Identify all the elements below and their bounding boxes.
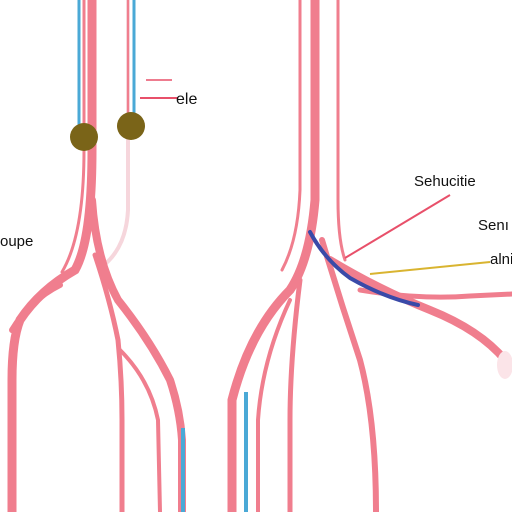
- left-branch-outer: [9, 282, 63, 333]
- label-alni: alni: [490, 251, 512, 268]
- right-trunk-main: [227, 0, 320, 512]
- left-trunk-main-inner: [60, 0, 86, 274]
- label-ele: ele: [176, 91, 197, 108]
- right-dark-blue-nerve: [308, 230, 420, 307]
- left-branch-mid: [92, 252, 125, 512]
- left-node-2: [117, 112, 145, 140]
- right-trunk: [227, 0, 512, 512]
- right-trunk-left: [280, 0, 302, 272]
- right-branch-down: [319, 237, 379, 512]
- right-vessel-tip: [497, 351, 512, 379]
- left-trunk: [7, 0, 186, 512]
- sehucitie-leader-line: [344, 194, 451, 259]
- right-branch-outward: [326, 256, 509, 364]
- label-seni: Senı: [478, 217, 509, 234]
- right-trunk-right-thin: [336, 0, 347, 262]
- left-node-1: [70, 123, 98, 151]
- right-branch-mid: [256, 298, 292, 512]
- left-branch-right: [88, 196, 186, 512]
- label-oupe: oupe: [0, 233, 33, 250]
- right-branch-inner: [287, 277, 303, 512]
- alni-leader-line: [369, 261, 491, 275]
- left-branch-inner: [118, 348, 162, 512]
- label-sehucitie: Sehucitie: [414, 173, 476, 190]
